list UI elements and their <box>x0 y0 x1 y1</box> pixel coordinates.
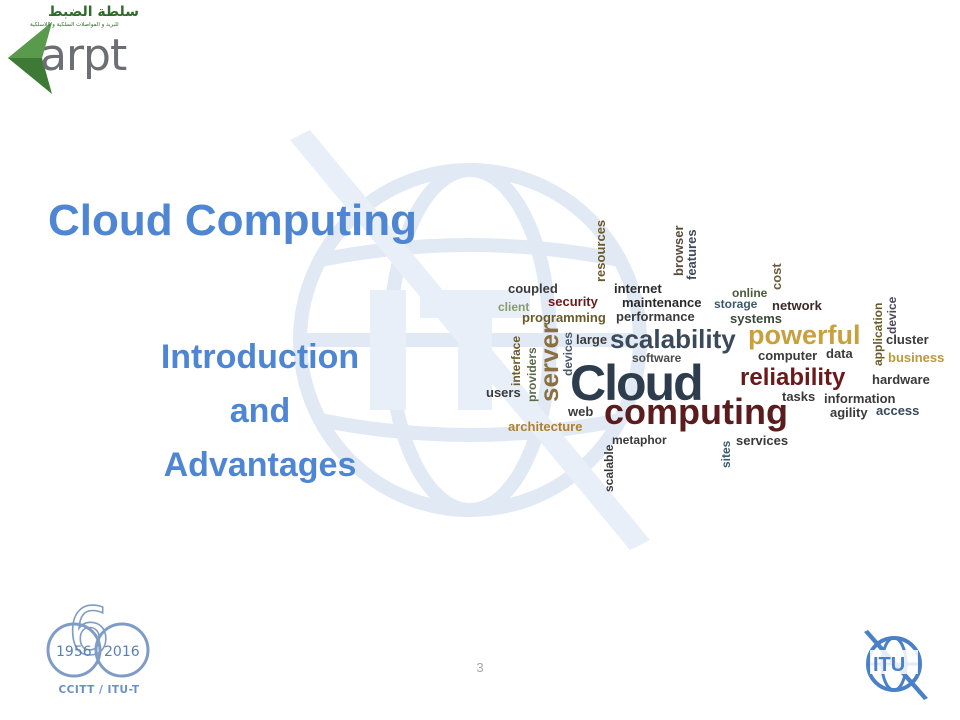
arpt-arrow-icon <box>8 22 52 94</box>
word-agility: agility <box>830 405 868 420</box>
word-information: information <box>824 391 896 406</box>
word-users: users <box>486 385 521 400</box>
word-performance: performance <box>616 309 695 324</box>
word-storage: storage <box>714 297 758 311</box>
subtitle-line-2: and <box>229 392 291 430</box>
word-client: client <box>498 300 529 314</box>
word-large: large <box>576 332 607 347</box>
subtitle-line-3: Advantages <box>163 446 357 484</box>
word-services: services <box>736 433 788 448</box>
word-scalable: scalable <box>602 444 616 492</box>
word-network: network <box>772 298 823 313</box>
word-metaphor: metaphor <box>612 433 667 447</box>
word-computer: computer <box>758 348 817 363</box>
subtitle-line-1: Introduction <box>160 338 360 376</box>
slide-title: Cloud Computing <box>48 196 418 245</box>
itu-watermark-globe <box>290 130 650 550</box>
word-application: application <box>871 303 885 366</box>
word-features: features <box>684 229 699 280</box>
word-resources: resources <box>593 220 608 282</box>
word-browser: browser <box>671 225 686 276</box>
word-device: device <box>885 296 899 334</box>
arpt-arabic-name: سلطة الضبط <box>48 4 140 20</box>
anniversary-year-start: 1956 <box>56 644 92 660</box>
anniversary-number: 6 <box>68 600 110 670</box>
word-interface: interface <box>509 336 523 386</box>
word-cost: cost <box>769 263 784 290</box>
anniversary-caption: CCITT / ITU-T <box>58 684 140 696</box>
word-devices: devices <box>561 332 575 376</box>
arpt-arabic-subtitle: للبريد و المواصلات السلكية و اللاسلكية <box>30 22 119 28</box>
word-access: access <box>876 403 919 418</box>
cloud-word-cloud: resources browser features cost coupled … <box>486 220 944 492</box>
word-online: online <box>732 286 768 300</box>
word-tasks: tasks <box>782 389 815 404</box>
word-cluster: cluster <box>886 332 929 347</box>
arpt-logo <box>4 4 124 96</box>
word-coupled: coupled <box>508 281 558 296</box>
word-scalability: scalability <box>610 324 736 354</box>
word-powerful: powerful <box>748 320 861 350</box>
itu-logo: ITU <box>864 630 928 700</box>
itu-logo-text: ITU <box>873 654 905 676</box>
word-Cloud: Cloud <box>570 355 702 411</box>
word-data: data <box>826 346 854 361</box>
word-business: business <box>888 350 944 365</box>
word-hardware: hardware <box>872 372 930 387</box>
slide-subtitle: Introduction and Advantages <box>110 330 410 492</box>
word-architecture: architecture <box>508 419 582 434</box>
word-programming: programming <box>522 310 606 325</box>
word-providers: providers <box>525 347 539 402</box>
anniversary-year-end: 2016 <box>104 644 140 660</box>
word-web: web <box>567 404 593 419</box>
word-reliability: reliability <box>740 364 846 391</box>
word-security: security <box>548 294 599 309</box>
word-systems: systems <box>730 311 782 326</box>
word-software: software <box>632 351 682 365</box>
word-maintenance: maintenance <box>622 295 701 310</box>
word-internet: internet <box>614 281 662 296</box>
page-number: 3 <box>476 660 484 675</box>
word-server: server <box>534 324 564 402</box>
word-sites: sites <box>719 440 733 468</box>
arpt-logo-text: arpt <box>40 30 127 81</box>
anniversary-logo: 6 1956 2016 <box>46 600 150 678</box>
word-computing: computing <box>604 391 788 432</box>
